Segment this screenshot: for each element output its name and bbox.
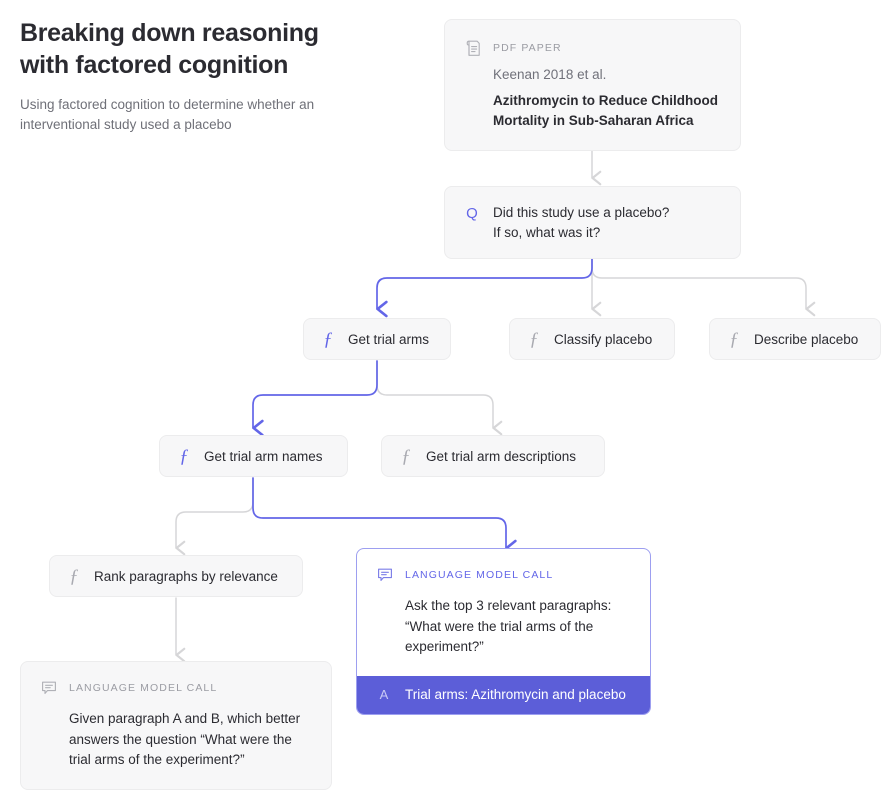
document-icon	[463, 38, 483, 58]
function-icon: ƒ	[529, 328, 539, 350]
function-node-classify-placebo[interactable]: ƒ Classify placebo	[509, 318, 675, 360]
paper-author: Keenan 2018 et al.	[493, 67, 607, 82]
lm-call-kicker: LANGUAGE MODEL CALL	[69, 682, 218, 694]
lm-call-prompt: Ask the top 3 relevant paragraphs: “What…	[405, 598, 612, 655]
function-icon: ƒ	[179, 445, 189, 467]
question-node[interactable]: Q Did this study use a placebo? If so, w…	[444, 186, 741, 260]
lm-call-prompt: Given paragraph A and B, which better an…	[69, 711, 301, 768]
function-icon: ƒ	[69, 565, 79, 587]
edge-trial-arms-to-names	[252, 360, 378, 437]
function-icon: ƒ	[401, 445, 411, 467]
lm-call-kicker: LANGUAGE MODEL CALL	[405, 569, 554, 581]
function-label: Classify placebo	[554, 331, 653, 347]
question-text: Did this study use a placebo? If so, wha…	[493, 205, 670, 240]
function-node-get-trial-arm-names[interactable]: ƒ Get trial arm names	[159, 435, 348, 477]
lm-call-body: LANGUAGE MODEL CALL Given paragraph A an…	[21, 662, 331, 789]
lm-call-answer-text: Trial arms: Azithromycin and placebo	[405, 687, 626, 703]
paper-title: Azithromycin to Reduce Childhood Mortali…	[493, 93, 718, 128]
function-label: Get trial arms	[348, 331, 430, 347]
language-model-call-highlighted[interactable]: LANGUAGE MODEL CALL Ask the top 3 releva…	[356, 548, 651, 715]
function-icon: ƒ	[323, 328, 333, 350]
edge-trial-arms-to-descriptions	[376, 360, 503, 436]
paper-node[interactable]: PDF PAPER Keenan 2018 et al. Azithromyci…	[444, 19, 741, 152]
function-label: Get trial arm descriptions	[426, 448, 577, 464]
function-node-describe-placebo[interactable]: ƒ Describe placebo	[709, 318, 881, 360]
page-header: Breaking down reasoning with factored co…	[20, 18, 420, 136]
answer-mark-icon: A	[379, 687, 389, 703]
function-icon: ƒ	[729, 328, 739, 350]
edge-names-to-lm-call	[252, 477, 517, 557]
function-node-get-trial-arms[interactable]: ƒ Get trial arms	[303, 318, 451, 360]
paper-kicker: PDF PAPER	[493, 42, 562, 54]
function-label: Get trial arm names	[204, 448, 323, 464]
lm-call-body: LANGUAGE MODEL CALL Ask the top 3 releva…	[357, 549, 650, 676]
function-label: Rank paragraphs by relevance	[94, 568, 278, 584]
edge-names-to-rank	[175, 477, 254, 556]
page-subtitle: Using factored cognition to determine wh…	[20, 97, 315, 133]
lm-call-header: LANGUAGE MODEL CALL	[39, 678, 313, 698]
function-node-rank-paragraphs[interactable]: ƒ Rank paragraphs by relevance	[49, 555, 303, 597]
lm-call-answer-bar[interactable]: A Trial arms: Azithromycin and placebo	[357, 675, 650, 714]
lm-call-header: LANGUAGE MODEL CALL	[375, 565, 632, 585]
function-label: Describe placebo	[754, 331, 859, 347]
function-node-get-trial-arm-descriptions[interactable]: ƒ Get trial arm descriptions	[381, 435, 605, 477]
paper-header: PDF PAPER	[463, 38, 720, 58]
question-mark-icon: Q	[466, 205, 478, 222]
page-title: Breaking down reasoning with factored co…	[20, 19, 319, 79]
speech-bubble-icon	[375, 565, 395, 585]
speech-bubble-icon	[39, 678, 59, 698]
language-model-call-plain[interactable]: LANGUAGE MODEL CALL Given paragraph A an…	[20, 661, 332, 790]
